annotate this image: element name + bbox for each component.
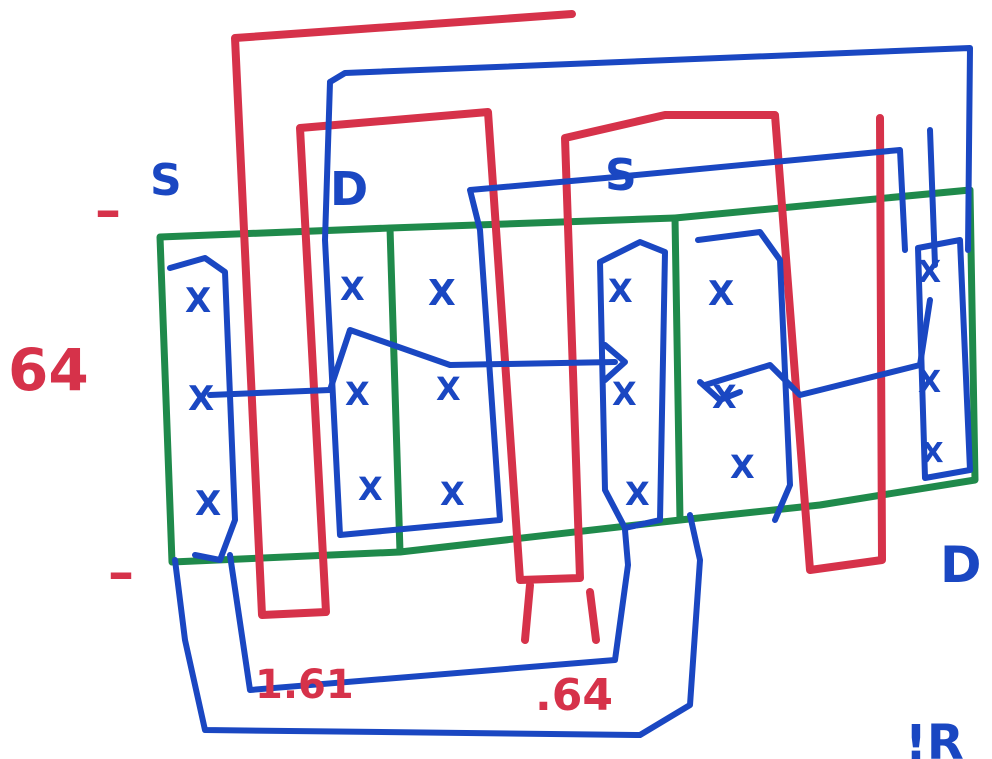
- metal-bottom-loop: [172, 512, 703, 738]
- contact-mark: X: [612, 375, 637, 413]
- metal-curve-right: [697, 379, 743, 403]
- dimension-bottom-left: 1.61: [255, 662, 354, 708]
- contact-mark: X: [918, 255, 941, 290]
- active-region-right: [671, 186, 979, 524]
- metal-outer-loop: [327, 45, 973, 253]
- corner-fragment: !R: [905, 715, 964, 759]
- contact-mark: X: [440, 475, 465, 513]
- metal-inner-loop: [227, 527, 631, 693]
- active-divider-1: [386, 224, 404, 556]
- poly-gate-1: [231, 10, 886, 619]
- metal-box-right: [695, 229, 793, 523]
- dash-top: –: [95, 181, 121, 241]
- contact-mark: X: [340, 270, 365, 308]
- contact-mark: X: [428, 273, 456, 314]
- poly-tab-1: [521, 581, 534, 644]
- metal-box-far-right: [915, 237, 973, 481]
- terminal-labels: S D S D !R: [150, 150, 982, 759]
- metal-tail: [927, 127, 938, 268]
- metal-drain-rail: [322, 79, 908, 538]
- contact-mark: X: [918, 365, 941, 400]
- metal-source-box-mid: [597, 239, 668, 531]
- dimension-labels: 64 1.61 .64 – –: [8, 181, 613, 721]
- contact-mark: X: [608, 272, 633, 310]
- metal-layer: [167, 45, 973, 738]
- contact-mark: X: [436, 370, 461, 408]
- contact-marks: X X X X X X X X X X X X X X X X X X: [185, 255, 944, 524]
- contact-mark: X: [730, 448, 755, 486]
- metal-connector-2: [702, 297, 933, 398]
- contact-mark: X: [708, 274, 734, 314]
- source-label-mid: S: [605, 150, 637, 201]
- dimension-bottom-mid: .64: [535, 670, 613, 721]
- contact-mark: X: [185, 281, 211, 321]
- poly-tab-2: [586, 588, 600, 644]
- contact-mark: X: [358, 470, 383, 508]
- drain-label-right: D: [940, 536, 982, 594]
- contact-mark: X: [195, 484, 221, 524]
- dash-bottom: –: [108, 543, 134, 603]
- contact-mark: X: [712, 378, 737, 416]
- contact-mark: X: [188, 379, 214, 419]
- contact-mark: X: [922, 436, 944, 469]
- active-region: [156, 186, 979, 566]
- poly-gates: [231, 10, 886, 644]
- source-label-top: S: [150, 155, 182, 206]
- metal-connector-1: [207, 327, 618, 398]
- drain-label-top: D: [330, 162, 368, 216]
- dimension-left: 64: [8, 336, 89, 404]
- contact-mark: X: [345, 375, 370, 413]
- contact-mark: X: [625, 475, 650, 513]
- metal-arrow: [602, 342, 628, 383]
